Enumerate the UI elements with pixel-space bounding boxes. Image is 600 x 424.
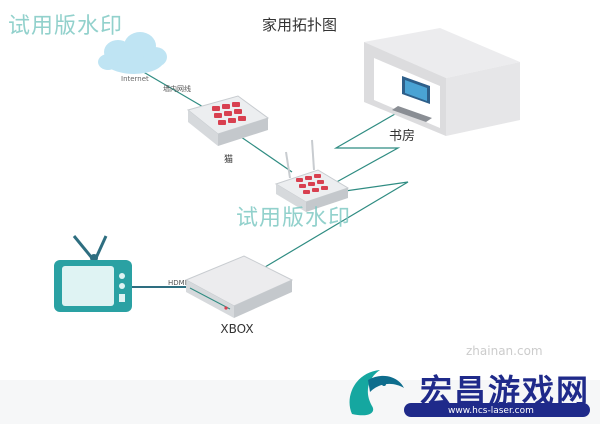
watermark-top-left: 试用版水印 bbox=[8, 14, 124, 39]
brand-logo-text: 宏昌游戏网 bbox=[420, 372, 591, 410]
wire-label: 墙内网线 bbox=[163, 85, 191, 93]
router-to-study-line bbox=[332, 109, 403, 185]
study-label: 书房 bbox=[389, 129, 416, 144]
router-to-xbox-line bbox=[259, 181, 409, 271]
hdmi-label: HDMI bbox=[168, 279, 187, 287]
internet-label: Internet bbox=[121, 75, 149, 83]
modem-icon bbox=[186, 95, 270, 146]
xbox-console-icon bbox=[184, 255, 294, 318]
cloud-to-modem-line bbox=[139, 69, 206, 109]
study-room-icon bbox=[364, 28, 520, 136]
brand-url: www.hcs-laser.com bbox=[448, 406, 534, 416]
modem-label: 猫 bbox=[224, 155, 234, 165]
internet-cloud-icon bbox=[98, 32, 167, 74]
site-watermark: zhainan.com bbox=[466, 344, 543, 358]
xbox-label: XBOX bbox=[220, 322, 254, 336]
brand-logo-icon bbox=[349, 370, 404, 416]
brand-url-bar bbox=[404, 403, 590, 417]
wifi-router-icon bbox=[274, 139, 350, 212]
watermark-center: 试用版水印 bbox=[236, 206, 352, 231]
monitor-icon bbox=[392, 76, 432, 122]
diagram-title: 家用拓扑图 bbox=[262, 16, 338, 34]
tv-icon bbox=[54, 235, 132, 312]
